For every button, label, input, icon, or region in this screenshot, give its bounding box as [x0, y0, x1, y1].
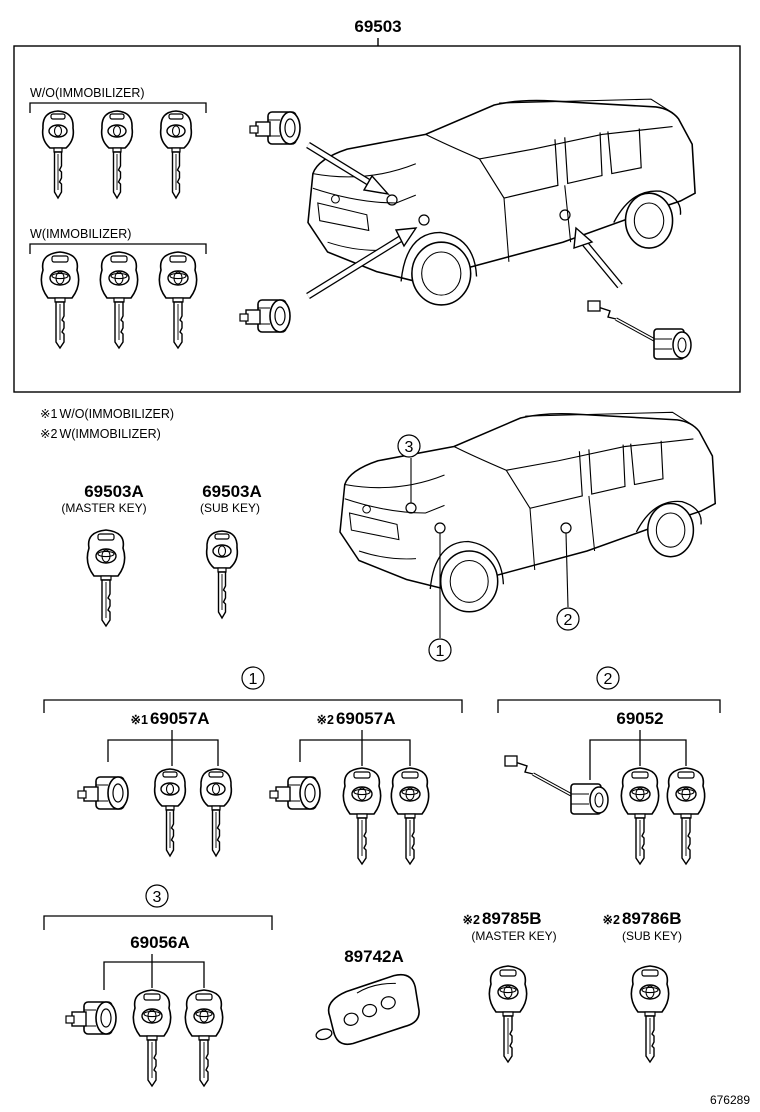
- set2-key-2: [666, 767, 706, 865]
- svg-text:1: 1: [436, 643, 445, 660]
- svg-text:3: 3: [405, 439, 414, 456]
- svg-text:2: 2: [564, 612, 573, 629]
- callout-1-vehicle: [428, 638, 452, 662]
- door-lock-cylinder-top: [586, 299, 693, 361]
- key-without-immobilizer-3: [159, 110, 193, 199]
- key-without-immobilizer-1: [41, 110, 75, 199]
- set1-with-immobilizer-cylinder: [269, 776, 321, 810]
- set3-cylinder: [65, 1001, 117, 1035]
- transmitter-part-number: 89742A: [344, 947, 404, 966]
- master-key-description: (MASTER KEY): [61, 501, 146, 515]
- top-assembly-part-number: 69503: [354, 17, 401, 36]
- set2-key-1: [620, 767, 660, 865]
- set1-with-immobilizer-key-1: [342, 767, 382, 865]
- top-assembly-box: [13, 45, 741, 393]
- svg-text:2: 2: [604, 671, 613, 688]
- sub-key-description: (SUB KEY): [200, 501, 260, 515]
- ignition-lock-cylinder-top: [239, 299, 291, 333]
- key-with-immobilizer-2: [99, 251, 139, 349]
- callout-3-vehicle: [397, 434, 421, 458]
- vehicle-illustration-middle: [339, 411, 717, 613]
- set1-without-immobilizer-key-2: [199, 768, 233, 857]
- callout-3-group: [145, 884, 169, 908]
- vehicle-illustration-top: [307, 98, 696, 306]
- group-label-without-immobilizer: W/O(IMMOBILIZER): [30, 86, 145, 100]
- callout-1-group: [241, 666, 265, 690]
- sub-key-part-number: 69503A: [202, 482, 262, 501]
- master-key-part-number: 69503A: [84, 482, 144, 501]
- set2-part-number: 69052: [616, 709, 663, 728]
- set1-without-immobilizer-key-1: [153, 768, 187, 857]
- set3-key-1: [132, 989, 172, 1087]
- set3-part-number: 69056A: [130, 933, 190, 952]
- master-key: [86, 529, 126, 627]
- immobilizer-master-key-description: (MASTER KEY): [471, 929, 556, 943]
- sub-key: [205, 530, 239, 619]
- set1-without-immobilizer-cylinder: [77, 776, 129, 810]
- svg-text:1: 1: [249, 671, 258, 688]
- svg-text:3: 3: [153, 889, 162, 906]
- group-label-with-immobilizer: W(IMMOBILIZER): [30, 227, 131, 241]
- hood-lock-cylinder-top: [249, 111, 301, 145]
- key-with-immobilizer-1: [40, 251, 80, 349]
- callout-2-group: [596, 666, 620, 690]
- set1-with-immobilizer-key-2: [390, 767, 430, 865]
- remote-transmitter: [315, 973, 420, 1046]
- callout-2-vehicle: [556, 607, 580, 631]
- set3-key-2: [184, 989, 224, 1087]
- immobilizer-sub-key: [630, 965, 670, 1063]
- immobilizer-sub-key-description: (SUB KEY): [622, 929, 682, 943]
- set2-door-lock-cylinder: [503, 754, 610, 816]
- immobilizer-master-key: [488, 965, 528, 1063]
- key-without-immobilizer-2: [100, 110, 134, 199]
- diagram-code: 676289: [710, 1093, 750, 1107]
- key-with-immobilizer-3: [158, 251, 198, 349]
